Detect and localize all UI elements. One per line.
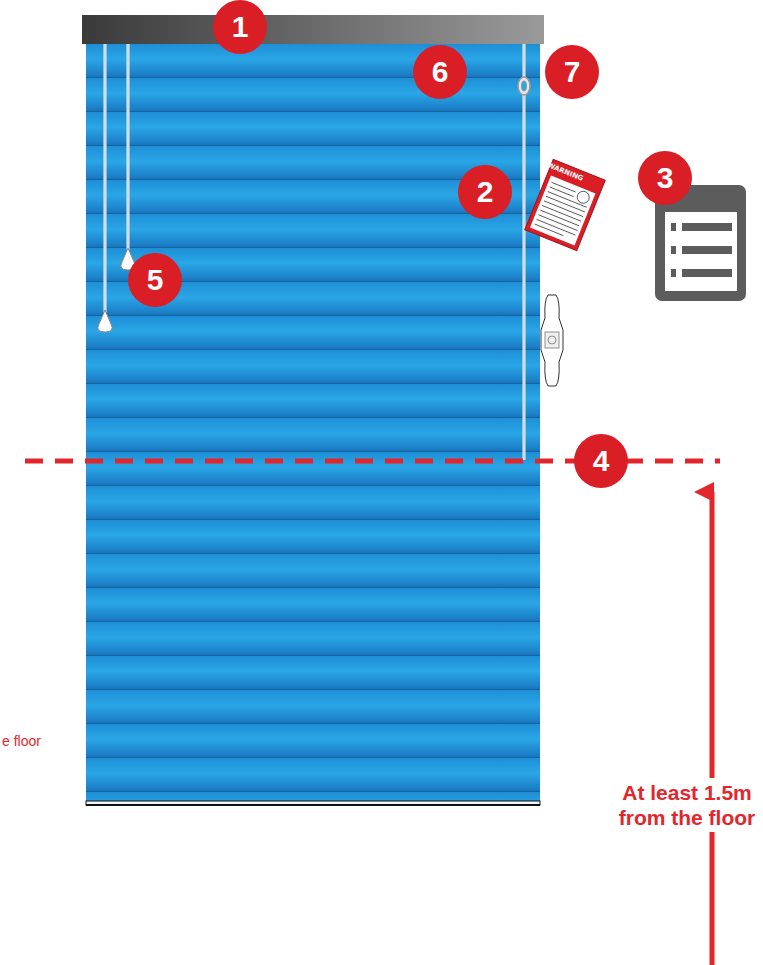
tilt-cord xyxy=(523,44,526,460)
head-rail xyxy=(82,15,544,44)
cord-ring xyxy=(518,77,530,95)
pull-cord xyxy=(127,44,130,250)
callout-number: 7 xyxy=(545,45,599,99)
note-text: e floor xyxy=(2,733,41,749)
callout-number: 5 xyxy=(128,253,182,307)
callout-number: 4 xyxy=(574,434,628,488)
height-arrow xyxy=(710,492,715,965)
cord-tassel xyxy=(98,310,112,332)
warning-tag xyxy=(525,159,605,250)
callout-number: 6 xyxy=(413,45,467,99)
callout-number: 3 xyxy=(638,151,692,205)
bottom-rail xyxy=(86,801,540,805)
pull-cord xyxy=(104,44,107,312)
height-note: At least 1.5m from the floor xyxy=(606,778,763,832)
callout-number: 1 xyxy=(213,0,267,54)
callout-number: 2 xyxy=(458,165,512,219)
cord-cleat xyxy=(541,295,563,386)
blind-slats xyxy=(86,44,540,802)
